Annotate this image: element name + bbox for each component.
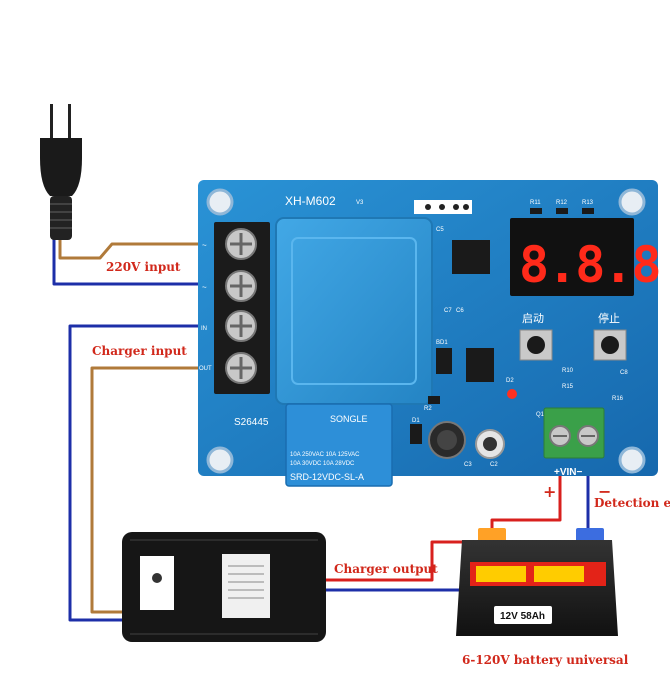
- wire-charger-input-blue: [68, 324, 237, 622]
- electrolytic-capacitors: [428, 421, 505, 459]
- wire-charger-input-brown: [90, 366, 237, 614]
- relay-model: SRD-12VDC-SL-A: [290, 472, 364, 482]
- seven-segment-display: 8.8.8: [510, 218, 662, 296]
- terminal-screw-1[interactable]: [225, 228, 257, 260]
- label-r15: R15: [562, 384, 574, 390]
- battery-negative-post: [576, 528, 604, 542]
- label-detection-end: Detection end: [594, 496, 670, 510]
- label-charger-output: Charger output: [334, 562, 438, 576]
- xh-m602-board: XH-M602 V3 S26445: [198, 180, 662, 487]
- plug-ridges: [50, 203, 72, 229]
- label-r12: R12: [556, 200, 568, 206]
- power-plug: [40, 104, 82, 240]
- stop-button[interactable]: [593, 329, 627, 361]
- vin-screw-positive[interactable]: [549, 425, 571, 447]
- label-c5: C5: [436, 227, 444, 233]
- label-q1: Q1: [536, 412, 545, 418]
- label-charger-input: Charger input: [92, 344, 187, 358]
- label-r16: R16: [612, 396, 624, 402]
- board-model: XH-M602: [285, 194, 336, 208]
- board-serial: S26445: [234, 417, 269, 428]
- relay: SONGLE 10A 250VAC 10A 125VAC 10A 30VDC 1…: [285, 403, 393, 487]
- relay-rating-1: 10A 250VAC 10A 125VAC: [290, 452, 360, 458]
- start-label: 启动: [522, 312, 544, 325]
- charger-spec-lines: [228, 565, 264, 599]
- charger-spec-label: [222, 554, 270, 618]
- plug-prong-left: [50, 104, 53, 138]
- status-led: [507, 389, 517, 399]
- terminal-label-2: ~: [202, 283, 207, 292]
- start-button[interactable]: [519, 329, 553, 361]
- vin-label: +VIN−: [554, 467, 583, 478]
- plug-strain-relief: [50, 196, 72, 240]
- display-resistors: [530, 208, 594, 214]
- charger-adapter: [122, 532, 326, 642]
- wire-plug-blue: [52, 238, 237, 286]
- plug-prong-right: [68, 104, 71, 138]
- label-r2: R2: [424, 406, 432, 412]
- label-c3: C3: [464, 462, 472, 468]
- terminal-screw-2[interactable]: [225, 270, 257, 302]
- ic-chip: [452, 240, 490, 274]
- vin-screw-negative[interactable]: [577, 425, 599, 447]
- smd-components: [410, 348, 494, 444]
- car-battery: 12V 58Ah: [456, 528, 618, 636]
- terminal-label-4: OUT: [199, 366, 212, 372]
- terminal-label-3: IN: [201, 326, 207, 332]
- battery-capacity: 12V 58Ah: [500, 611, 545, 622]
- relay-rating-2: 10A 30VDC 10A 28VDC: [290, 461, 355, 467]
- terminal-block: ~ ~ IN OUT: [199, 222, 270, 394]
- battery-positive-post: [478, 528, 506, 542]
- battery-brand-right: [534, 566, 584, 582]
- stop-label: 停止: [598, 311, 620, 325]
- label-r10: R10: [562, 368, 574, 374]
- battery-capacity-plate: [494, 606, 552, 624]
- wire-plug-brown: [58, 238, 237, 260]
- label-c7: C7: [444, 308, 452, 314]
- pin-header: [414, 200, 472, 214]
- label-r13: R13: [582, 200, 594, 206]
- label-220v-input: 220V input: [106, 260, 181, 274]
- plug-head: [40, 138, 82, 196]
- mounting-holes: [206, 188, 646, 474]
- terminal-label-1: ~: [202, 241, 207, 250]
- terminal-screw-3[interactable]: [225, 310, 257, 342]
- label-c8: C8: [620, 370, 628, 376]
- label-d2: D2: [506, 378, 514, 384]
- label-bd1: BD1: [436, 340, 448, 346]
- battery-brand-left: [476, 566, 526, 582]
- label-minus: −: [598, 482, 611, 501]
- transformer: [275, 217, 433, 405]
- display-digits: 8.8.8: [519, 236, 660, 294]
- charger-indicator: [152, 573, 162, 583]
- vin-terminal: [543, 407, 605, 459]
- label-c6: C6: [456, 308, 464, 314]
- label-c2: C2: [490, 462, 498, 468]
- label-battery-caption: 6-120V battery universal: [462, 653, 629, 667]
- relay-brand: SONGLE: [330, 414, 368, 424]
- terminal-screw-4[interactable]: [225, 352, 257, 384]
- label-plus: +: [543, 482, 556, 501]
- charger-ribs: [130, 539, 318, 635]
- label-d1: D1: [412, 418, 420, 424]
- board-version: V3: [356, 200, 364, 206]
- label-r11: R11: [530, 200, 541, 206]
